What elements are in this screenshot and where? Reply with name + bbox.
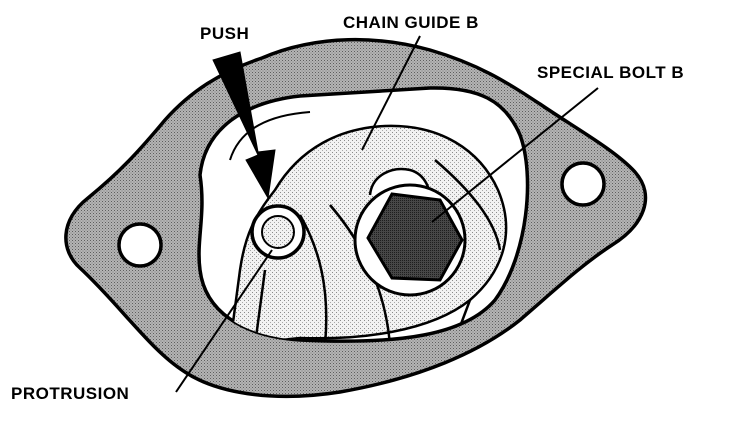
guide-rail-2 [298,214,328,342]
leader-protrusion [175,249,273,393]
guide-rail-4 [434,159,502,251]
left-mounting-hole [117,222,163,268]
protrusion-inner [261,215,295,249]
right-mounting-hole [560,161,606,207]
leader-chain-guide [361,35,421,151]
push-arrow-icon [212,51,276,200]
protrusion-label: PROTRUSION [11,384,130,403]
special-bolt-label: SPECIAL BOLT B [537,63,685,82]
leader-special-bolt [431,87,599,223]
push-label: PUSH [200,24,250,43]
cavity-rim [229,111,311,161]
chain-guide-label: CHAIN GUIDE B [343,13,479,32]
